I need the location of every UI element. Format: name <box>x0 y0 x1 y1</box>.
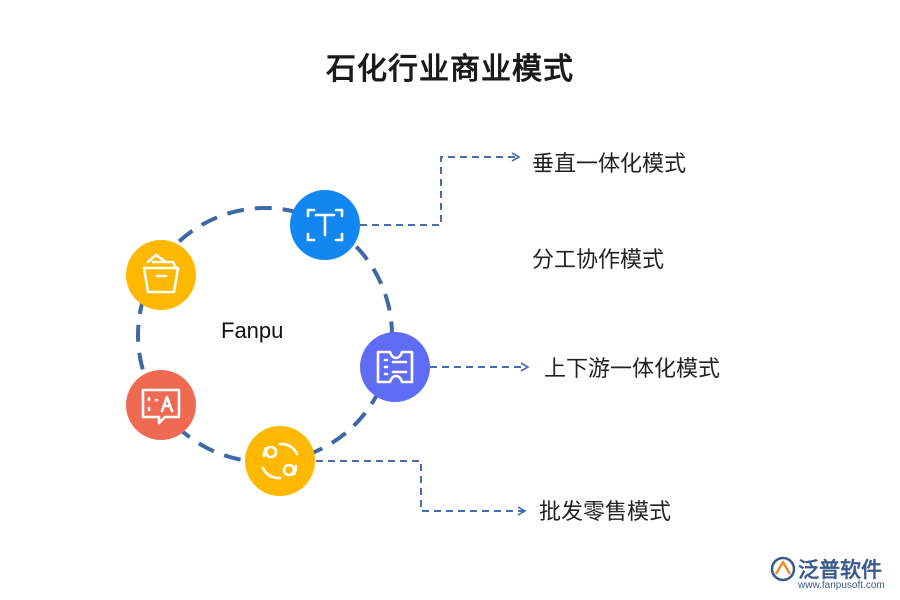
node-text-t <box>290 190 360 260</box>
node-translate <box>126 370 196 440</box>
node-ticket <box>360 332 430 402</box>
label-wholesale-retail: 批发零售模式 <box>539 500 672 525</box>
center-label: Fanpu <box>221 318 284 343</box>
ticket-list-icon <box>376 350 414 384</box>
logo-name: 泛普软件 <box>798 558 882 582</box>
fanpu-logo-icon <box>770 556 796 582</box>
page-title: 石化行业商业模式 <box>326 52 574 87</box>
basket-icon <box>142 253 180 294</box>
label-vertical-integration: 垂直一体化模式 <box>532 152 687 177</box>
label-division-cooperation: 分工协作模式 <box>532 248 665 273</box>
connector-vertical <box>360 152 521 226</box>
logo-url: www.fanpusoft.com <box>798 580 885 591</box>
label-upstream-downstream: 上下游一体化模式 <box>544 357 721 382</box>
text-translate-icon <box>141 388 181 425</box>
cycle-exchange-icon <box>261 442 299 480</box>
connector-wholesale <box>316 460 527 516</box>
node-cycle <box>245 426 315 496</box>
fanpu-logo: 泛普软件 www.fanpusoft.com <box>770 554 895 594</box>
node-basket <box>126 240 196 310</box>
text-t-icon <box>306 208 344 242</box>
